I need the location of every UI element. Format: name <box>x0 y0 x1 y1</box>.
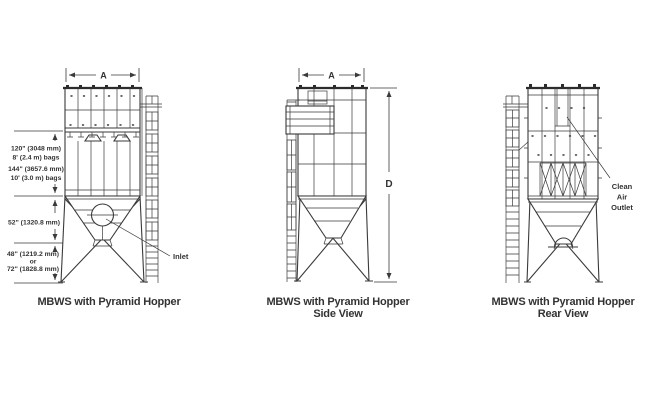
outlet-label-line2: Air <box>617 193 628 202</box>
bag-dim-line-4: 10' (3.0 m) bags <box>11 175 62 182</box>
rear-caption-line1: MBWS with Pyramid Hopper <box>491 296 635 308</box>
leg-dim-line-2: or <box>30 259 37 266</box>
side-view-diagram: A D MBWS with Pyramid Hopper Side View <box>266 68 411 320</box>
side-caption-line1: MBWS with Pyramid Hopper <box>266 296 410 308</box>
side-hopper <box>296 195 367 239</box>
rear-ladder <box>503 95 529 283</box>
rear-view-diagram: Clean Air Outlet MBWS with Pyramid Hoppe… <box>491 84 636 320</box>
rear-caption-line2: Rear View <box>538 308 589 320</box>
inlet-leader-line <box>105 218 171 257</box>
side-ladder <box>286 99 300 282</box>
outlet-leader-line <box>566 116 611 179</box>
rear-x-brace-panels <box>539 162 587 197</box>
side-caption-line2: Side View <box>313 308 363 320</box>
front-body <box>64 87 141 197</box>
front-ladder <box>140 95 162 283</box>
side-height-dim-label: D <box>385 179 392 190</box>
bag-dim-line-1: 120" (3048 mm) <box>11 146 61 153</box>
leg-dim-line-1b: 48" (1219.2 mm) <box>7 251 59 258</box>
bag-dim-line-3: 144" (3657.6 mm) <box>8 166 64 173</box>
inlet-label: Inlet <box>173 252 189 261</box>
front-view-diagram: A 120" (3048 mm) 8' (2 <box>7 68 189 308</box>
side-access-housing <box>285 105 335 135</box>
outlet-label-line1: Clean <box>612 182 633 191</box>
front-caption: MBWS with Pyramid Hopper <box>37 296 181 308</box>
leg-dim-line-3: 72" (1828.8 mm) <box>7 266 59 273</box>
side-width-dim-label: A <box>328 71 335 81</box>
front-width-dim-label: A <box>100 71 107 81</box>
outlet-label-line3: Outlet <box>611 203 633 212</box>
bag-dim-line-2: 8' (2.4 m) bags <box>13 155 60 162</box>
rear-inlet-arc <box>548 237 578 248</box>
hopper-dim-label: 52" (1320.8 mm) <box>8 220 60 227</box>
rear-hopper <box>527 198 599 245</box>
